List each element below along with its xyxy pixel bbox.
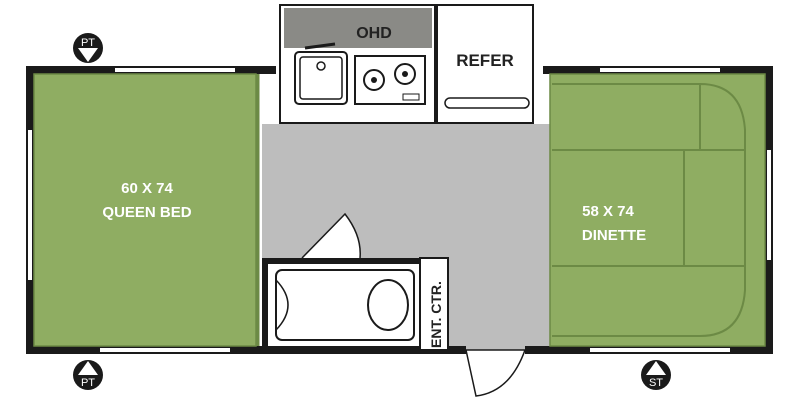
queen-bed <box>33 73 257 347</box>
burner-icon <box>394 63 416 85</box>
storage-bottom-right-badge: ST <box>641 360 671 390</box>
windows <box>28 68 771 352</box>
refer-label: REFER <box>456 51 514 70</box>
kitchen-sink <box>294 51 348 105</box>
ent-ctr-label: ENT. CTR. <box>428 281 444 348</box>
toilet-icon <box>367 279 409 331</box>
bed-size-label: 60 X 74 <box>121 180 173 197</box>
dinette-name-label: DINETTE <box>582 227 646 244</box>
bathroom <box>262 212 422 350</box>
stovetop <box>354 55 426 105</box>
bed-name-label: QUEEN BED <box>102 204 191 221</box>
badge-label: PT <box>81 37 95 49</box>
bathroom-door-swing <box>301 212 361 259</box>
overhead-cabinet <box>284 8 432 48</box>
faucet-icon <box>304 42 336 50</box>
entry-door <box>465 349 527 397</box>
kitchen-counter: OHD <box>279 4 436 124</box>
badge-label: ST <box>649 377 663 389</box>
propane-tank-bottom-left-badge: PT <box>73 360 103 390</box>
refrigerator: REFER <box>436 4 534 124</box>
dinette-size-label: 58 X 74 <box>582 203 634 220</box>
dinette: 58 X 74 DINETTE <box>549 73 766 347</box>
ohd-label: OHD <box>356 25 392 42</box>
burner-icon <box>363 69 385 91</box>
entertainment-center: ENT. CTR. <box>419 257 449 351</box>
propane-tank-top-left-badge: PT <box>73 33 103 63</box>
badge-label: PT <box>81 377 95 389</box>
